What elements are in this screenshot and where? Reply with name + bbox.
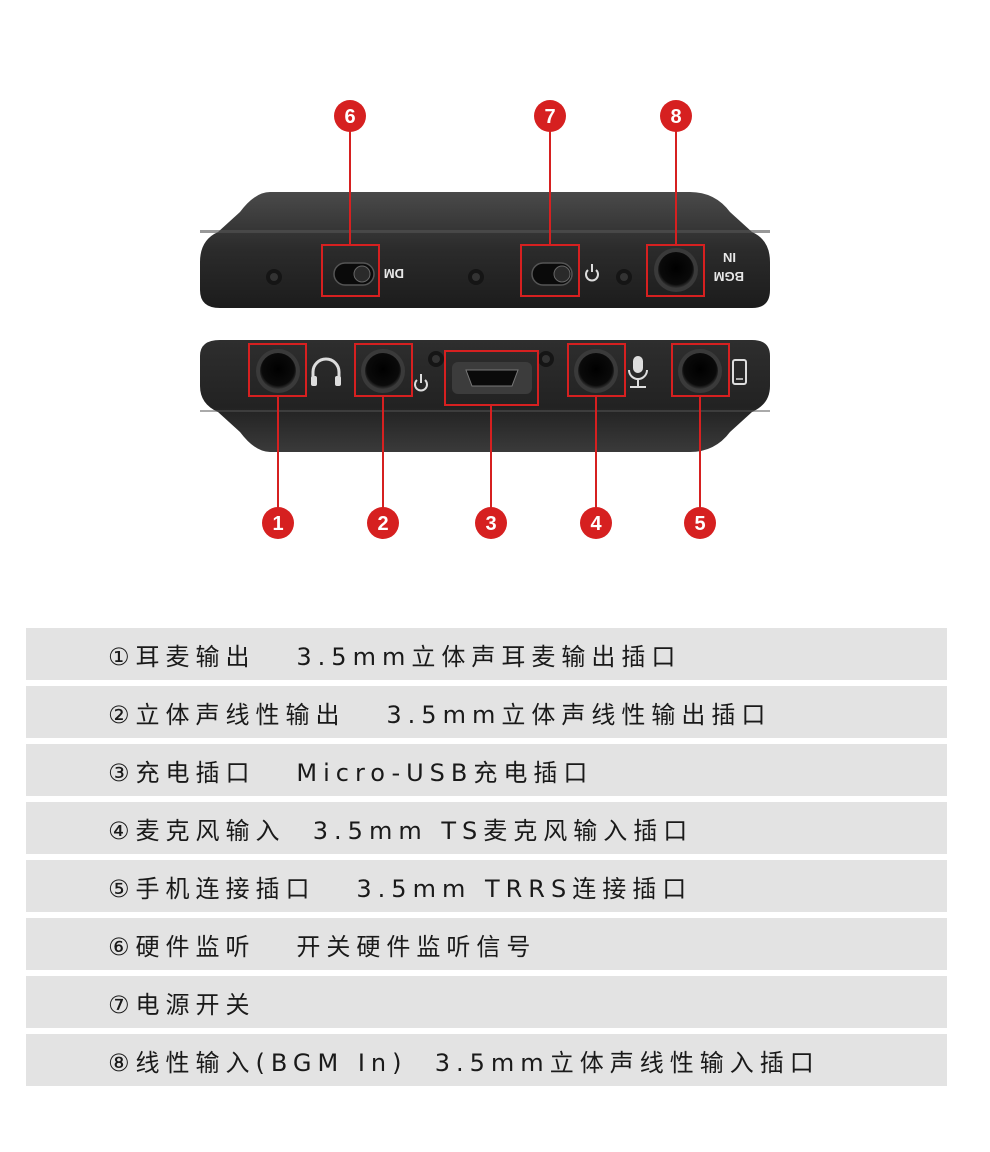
mic-in-jack[interactable]: [574, 349, 618, 393]
callout-badge-1: 1: [262, 507, 294, 539]
spec-row-power-switch: ⑦电源开关: [26, 976, 947, 1028]
spec-row-mic-in: ④麦克风输入 3.5mm TS麦克风输入插口: [26, 802, 947, 854]
callout-badge-4: 4: [580, 507, 612, 539]
phone-jack[interactable]: [678, 349, 722, 393]
spec-row-text: ③充电插口 Micro-USB充电插口: [108, 758, 594, 787]
phone-icon: [732, 359, 747, 385]
svg-text:3: 3: [485, 513, 496, 535]
spec-row-charging-port: ③充电插口 Micro-USB充电插口: [26, 744, 947, 796]
dm-label: DM: [384, 266, 404, 281]
screw-icon: [616, 269, 632, 285]
spec-row-line-in: ⑧线性输入(BGM In) 3.5mm立体声线性输入插口: [26, 1034, 947, 1086]
screw-icon: [468, 269, 484, 285]
leader-lines: [277, 128, 701, 510]
device-bottom-face: [200, 340, 770, 452]
spec-row-text: ⑦电源开关: [108, 990, 256, 1019]
svg-text:6: 6: [344, 106, 355, 128]
device-port-diagram: DM IN BGM: [200, 100, 770, 539]
spec-row-text: ⑥硬件监听 开关硬件监听信号: [108, 932, 537, 961]
spec-row-headphone-out: ①耳麦输出 3.5mm立体声耳麦输出插口: [26, 628, 947, 680]
spec-row-hardware-monitor: ⑥硬件监听 开关硬件监听信号: [26, 918, 947, 970]
power-switch[interactable]: [531, 262, 573, 286]
screw-icon: [428, 351, 444, 367]
svg-text:7: 7: [544, 106, 555, 128]
svg-text:1: 1: [272, 513, 283, 535]
callout-badge-8: 8: [660, 100, 692, 132]
power-icon: [414, 374, 428, 392]
svg-text:4: 4: [590, 513, 602, 535]
device-top-face: DM IN BGM: [200, 192, 770, 308]
spec-row-phone-port: ⑤手机连接插口 3.5mm TRRS连接插口: [26, 860, 947, 912]
power-icon: [585, 264, 599, 282]
callout-badge-2: 2: [367, 507, 399, 539]
callout-badge-3: 3: [475, 507, 507, 539]
svg-text:5: 5: [694, 513, 705, 535]
callout-badge-7: 7: [534, 100, 566, 132]
callout-badge-6: 6: [334, 100, 366, 132]
spec-row-text: ①耳麦输出 3.5mm立体声耳麦输出插口: [108, 642, 682, 671]
screw-icon: [538, 351, 554, 367]
spec-row-line-out: ②立体声线性输出 3.5mm立体声线性输出插口: [26, 686, 947, 738]
headphones-icon: [311, 357, 341, 386]
svg-text:8: 8: [670, 106, 681, 128]
svg-text:2: 2: [377, 513, 388, 535]
microphone-icon: [628, 356, 648, 388]
bgm-label-line1: IN: [723, 250, 736, 265]
spec-row-text: ④麦克风输入 3.5mm TS麦克风输入插口: [108, 816, 694, 845]
screw-icon: [266, 269, 282, 285]
spec-row-text: ⑤手机连接插口 3.5mm TRRS连接插口: [108, 874, 693, 903]
spec-row-text: ⑧线性输入(BGM In) 3.5mm立体声线性输入插口: [108, 1048, 820, 1077]
line-out-jack[interactable]: [361, 349, 405, 393]
headphone-jack[interactable]: [256, 349, 300, 393]
micro-usb-port[interactable]: [452, 362, 532, 394]
monitor-switch[interactable]: [333, 262, 375, 286]
spec-row-text: ②立体声线性输出 3.5mm立体声线性输出插口: [108, 700, 772, 729]
bgm-in-jack[interactable]: [654, 248, 698, 292]
port-spec-table: ①耳麦输出 3.5mm立体声耳麦输出插口 ②立体声线性输出 3.5mm立体声线性…: [26, 628, 947, 1086]
bgm-label-line2: BGM: [714, 269, 744, 284]
callout-badge-5: 5: [684, 507, 716, 539]
